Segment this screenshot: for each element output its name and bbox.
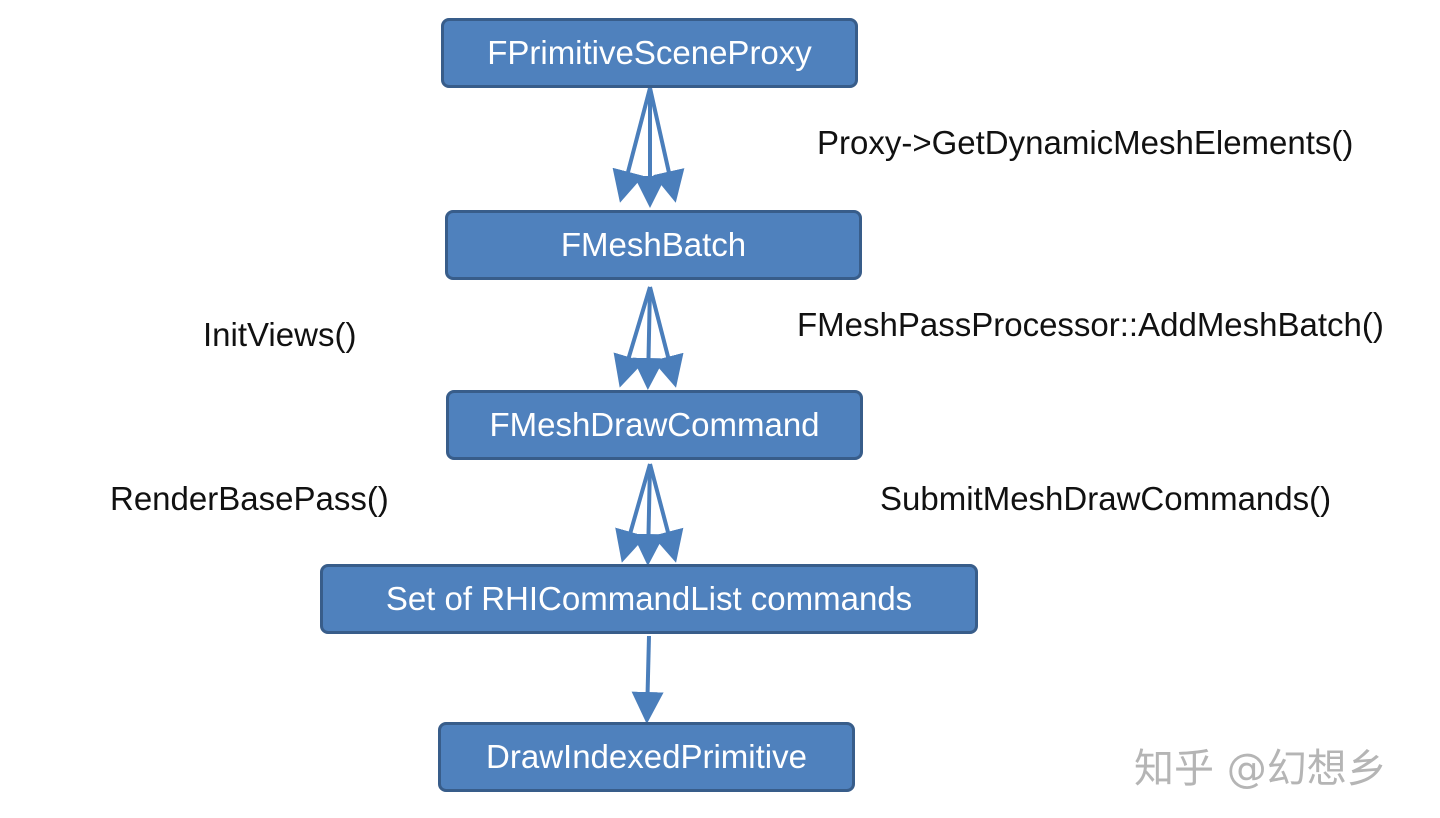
- watermark: 知乎 @幻想乡: [1134, 746, 1387, 792]
- label-add-mesh-batch: FMeshPassProcessor::AddMeshBatch(): [797, 306, 1384, 343]
- label-render-base-pass: RenderBasePass(): [110, 480, 389, 517]
- arrow-right: [648, 286, 684, 388]
- arrow-right: [648, 463, 684, 563]
- node-label: FMeshBatch: [560, 226, 747, 263]
- node-fmeshdrawcommand: FMeshDrawCommand: [446, 390, 863, 460]
- arrow-center: [632, 463, 665, 566]
- node-label: FPrimitiveSceneProxy: [487, 34, 812, 71]
- arrow-group-drawcommand-to-rhi: [615, 463, 684, 566]
- node-rhi-commandlist-commands: Set of RHICommandList commands: [320, 564, 978, 634]
- arrow-left: [615, 463, 652, 563]
- node-label: FMeshDrawCommand: [489, 406, 820, 443]
- node-fprimitivesceneproxy: FPrimitiveSceneProxy: [441, 18, 858, 88]
- arrow-group-proxy-to-batch: [612, 87, 685, 208]
- node-fmeshbatch: FMeshBatch: [445, 210, 862, 280]
- arrow-rhi-to-drawindexed: [631, 635, 664, 724]
- arrow-left: [613, 286, 652, 388]
- label-get-dynamic-mesh-elements: Proxy->GetDynamicMeshElements(): [817, 124, 1354, 161]
- node-label: DrawIndexedPrimitive: [486, 738, 807, 775]
- arrow-right: [648, 87, 685, 203]
- node-label: Set of RHICommandList commands: [385, 580, 913, 617]
- label-init-views: InitViews(): [203, 316, 357, 353]
- arrow-group-batch-to-drawcommand: [613, 286, 684, 390]
- label-submit-mesh-draw-commands: SubmitMeshDrawCommands(): [880, 480, 1332, 517]
- arrow-left: [612, 87, 652, 203]
- arrow-center: [632, 286, 665, 390]
- node-drawindexedprimitive: DrawIndexedPrimitive: [438, 722, 855, 792]
- arrow-center: [631, 635, 664, 724]
